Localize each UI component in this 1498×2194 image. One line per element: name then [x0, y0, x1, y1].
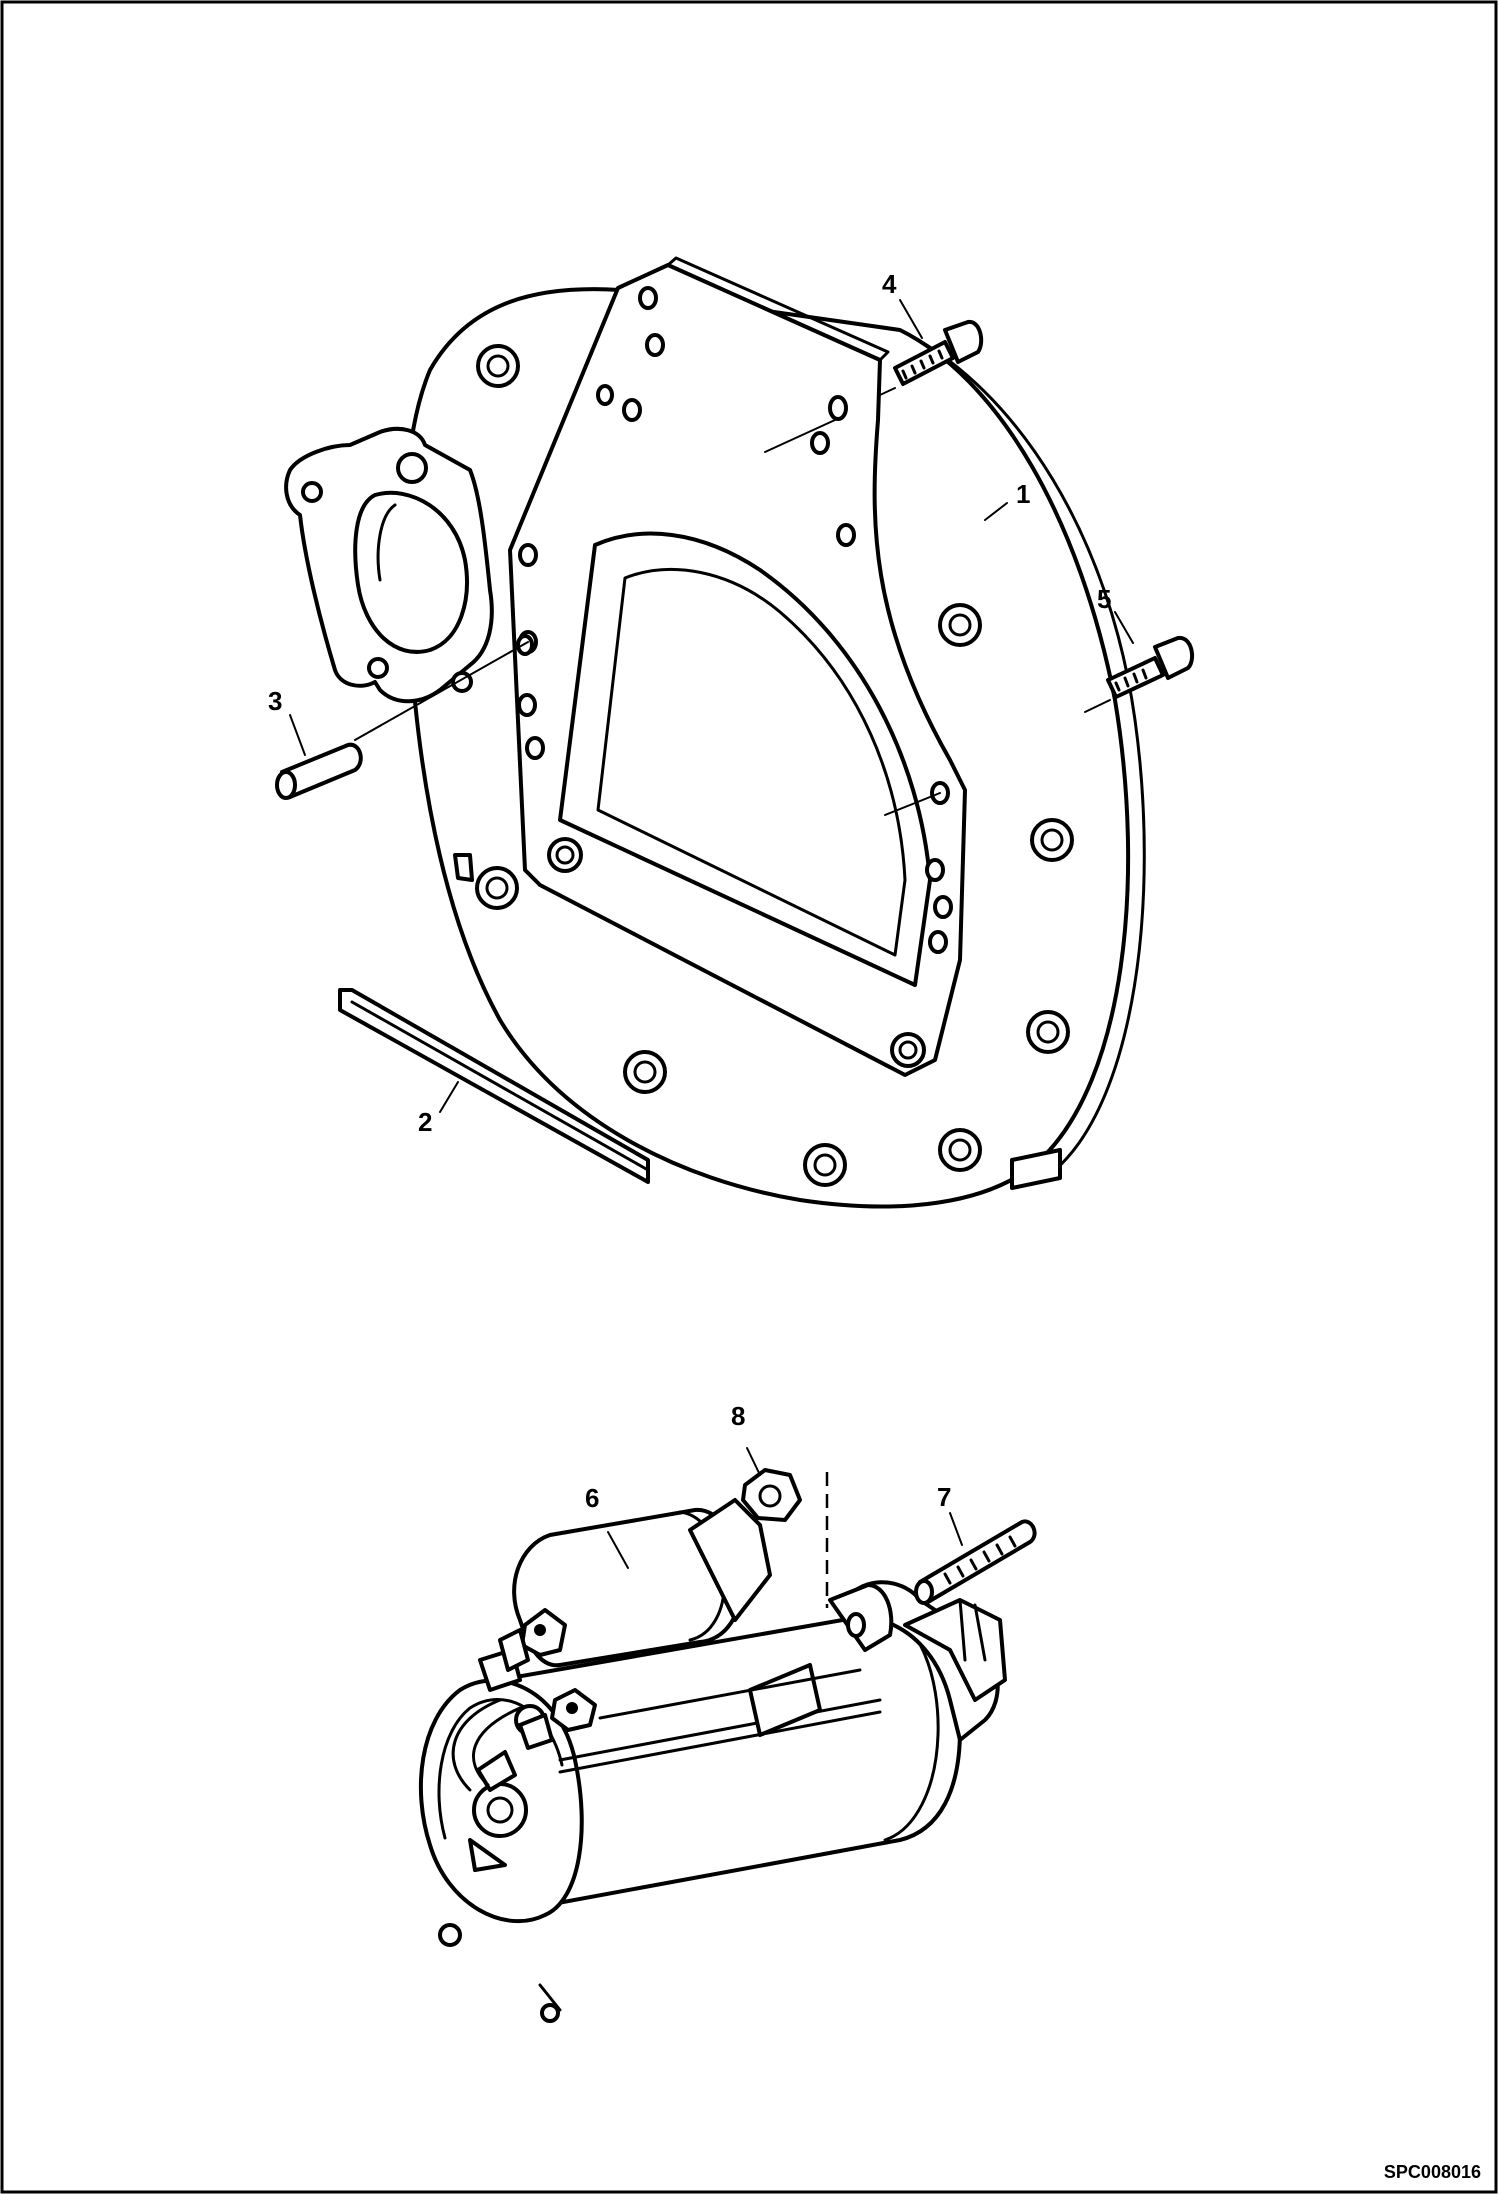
housing-rim	[898, 328, 1146, 1172]
callout-6: 6	[585, 1483, 599, 1513]
flange-hole	[396, 452, 428, 484]
callout-1: 1	[1016, 479, 1030, 509]
housing-bosses	[475, 344, 1074, 1187]
callout-8: 8	[731, 1401, 745, 1431]
bolt-4	[879, 319, 984, 396]
leader-lines	[289, 299, 1134, 1569]
callout-3: 3	[268, 686, 282, 716]
end-cap-terminal	[472, 1782, 528, 1838]
callout-7: 7	[937, 1482, 951, 1512]
callout-4: 4	[882, 269, 897, 299]
solenoid-terminals	[478, 1608, 597, 1750]
nut-8	[741, 1468, 829, 1608]
flange-hole	[367, 657, 389, 679]
dowel-pin-3	[275, 742, 363, 800]
housing-bottom-tab	[1010, 1148, 1062, 1190]
housing-opening-inner	[596, 568, 907, 957]
plate-holes	[516, 286, 953, 954]
callout-2: 2	[418, 1107, 432, 1137]
figure-reference: SPC008016	[1384, 2162, 1481, 2182]
housing-opening	[558, 531, 932, 987]
stud-7	[914, 1519, 1037, 1605]
housing-left-tab	[453, 853, 474, 882]
starter-motor	[418, 1498, 1007, 2023]
flywheel-housing	[284, 256, 1146, 1209]
bolt-5	[1084, 636, 1195, 713]
flange-hole	[301, 481, 323, 503]
end-cap-stud	[438, 1923, 462, 1947]
seal-strip-2	[338, 988, 650, 1184]
starter-mount-bore	[353, 490, 469, 654]
callout-5: 5	[1097, 584, 1111, 614]
